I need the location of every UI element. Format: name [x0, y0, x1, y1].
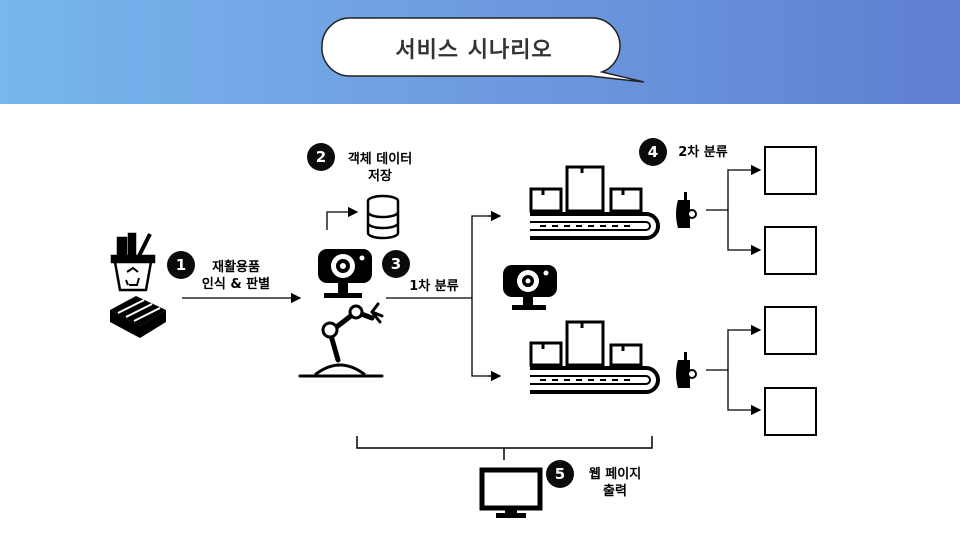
step-label-5-line1: 웹 페이지	[588, 467, 642, 482]
step-label-2-line2: 저장	[368, 169, 392, 184]
step-label-5: 웹 페이지 출력	[572, 466, 658, 500]
step-badge-2: 2	[307, 143, 335, 171]
step-label-4: 2차 분류	[678, 145, 728, 160]
branch-arrows-1	[471, 215, 500, 377]
conveyor-belt-icon	[529, 320, 660, 394]
robot-arm-icon	[298, 302, 384, 378]
step-badge-1: 1	[167, 251, 195, 279]
output-bin-3	[764, 306, 817, 355]
step-badge-4: 4	[639, 138, 667, 166]
camera-icon	[503, 265, 557, 310]
output-bin-1	[764, 146, 817, 195]
database-icon	[366, 194, 400, 240]
db-arrow	[326, 206, 359, 230]
step-label-1-line1: 재활용품	[212, 260, 260, 275]
step-label-2: 객체 데이터 저장	[334, 151, 426, 185]
scanner-icon	[676, 352, 697, 388]
recycle-bin-icon	[110, 232, 156, 292]
step-label-5-line2: 출력	[603, 484, 627, 499]
step-label-1: 재활용품 인식 & 판별	[188, 259, 284, 293]
step-label-1-line2: 인식 & 판별	[201, 277, 271, 292]
step-label-2-line1: 객체 데이터	[347, 152, 413, 167]
title-speech-bubble	[321, 17, 645, 83]
monitor-icon	[479, 467, 543, 518]
step-badge-3: 3	[382, 250, 410, 278]
output-bin-4	[764, 387, 817, 436]
conveyor-belt-icon	[529, 165, 660, 240]
camera-icon	[318, 249, 372, 298]
page-title: 서비스 시나리오	[395, 38, 553, 63]
output-bracket	[356, 436, 653, 460]
pallet-icon	[110, 296, 166, 338]
step-badge-5: 5	[546, 460, 574, 488]
step-label-3: 1차 분류	[409, 279, 459, 294]
output-bin-2	[764, 226, 817, 275]
branch-arrows-2	[706, 164, 762, 416]
scanner-icon	[676, 192, 697, 228]
